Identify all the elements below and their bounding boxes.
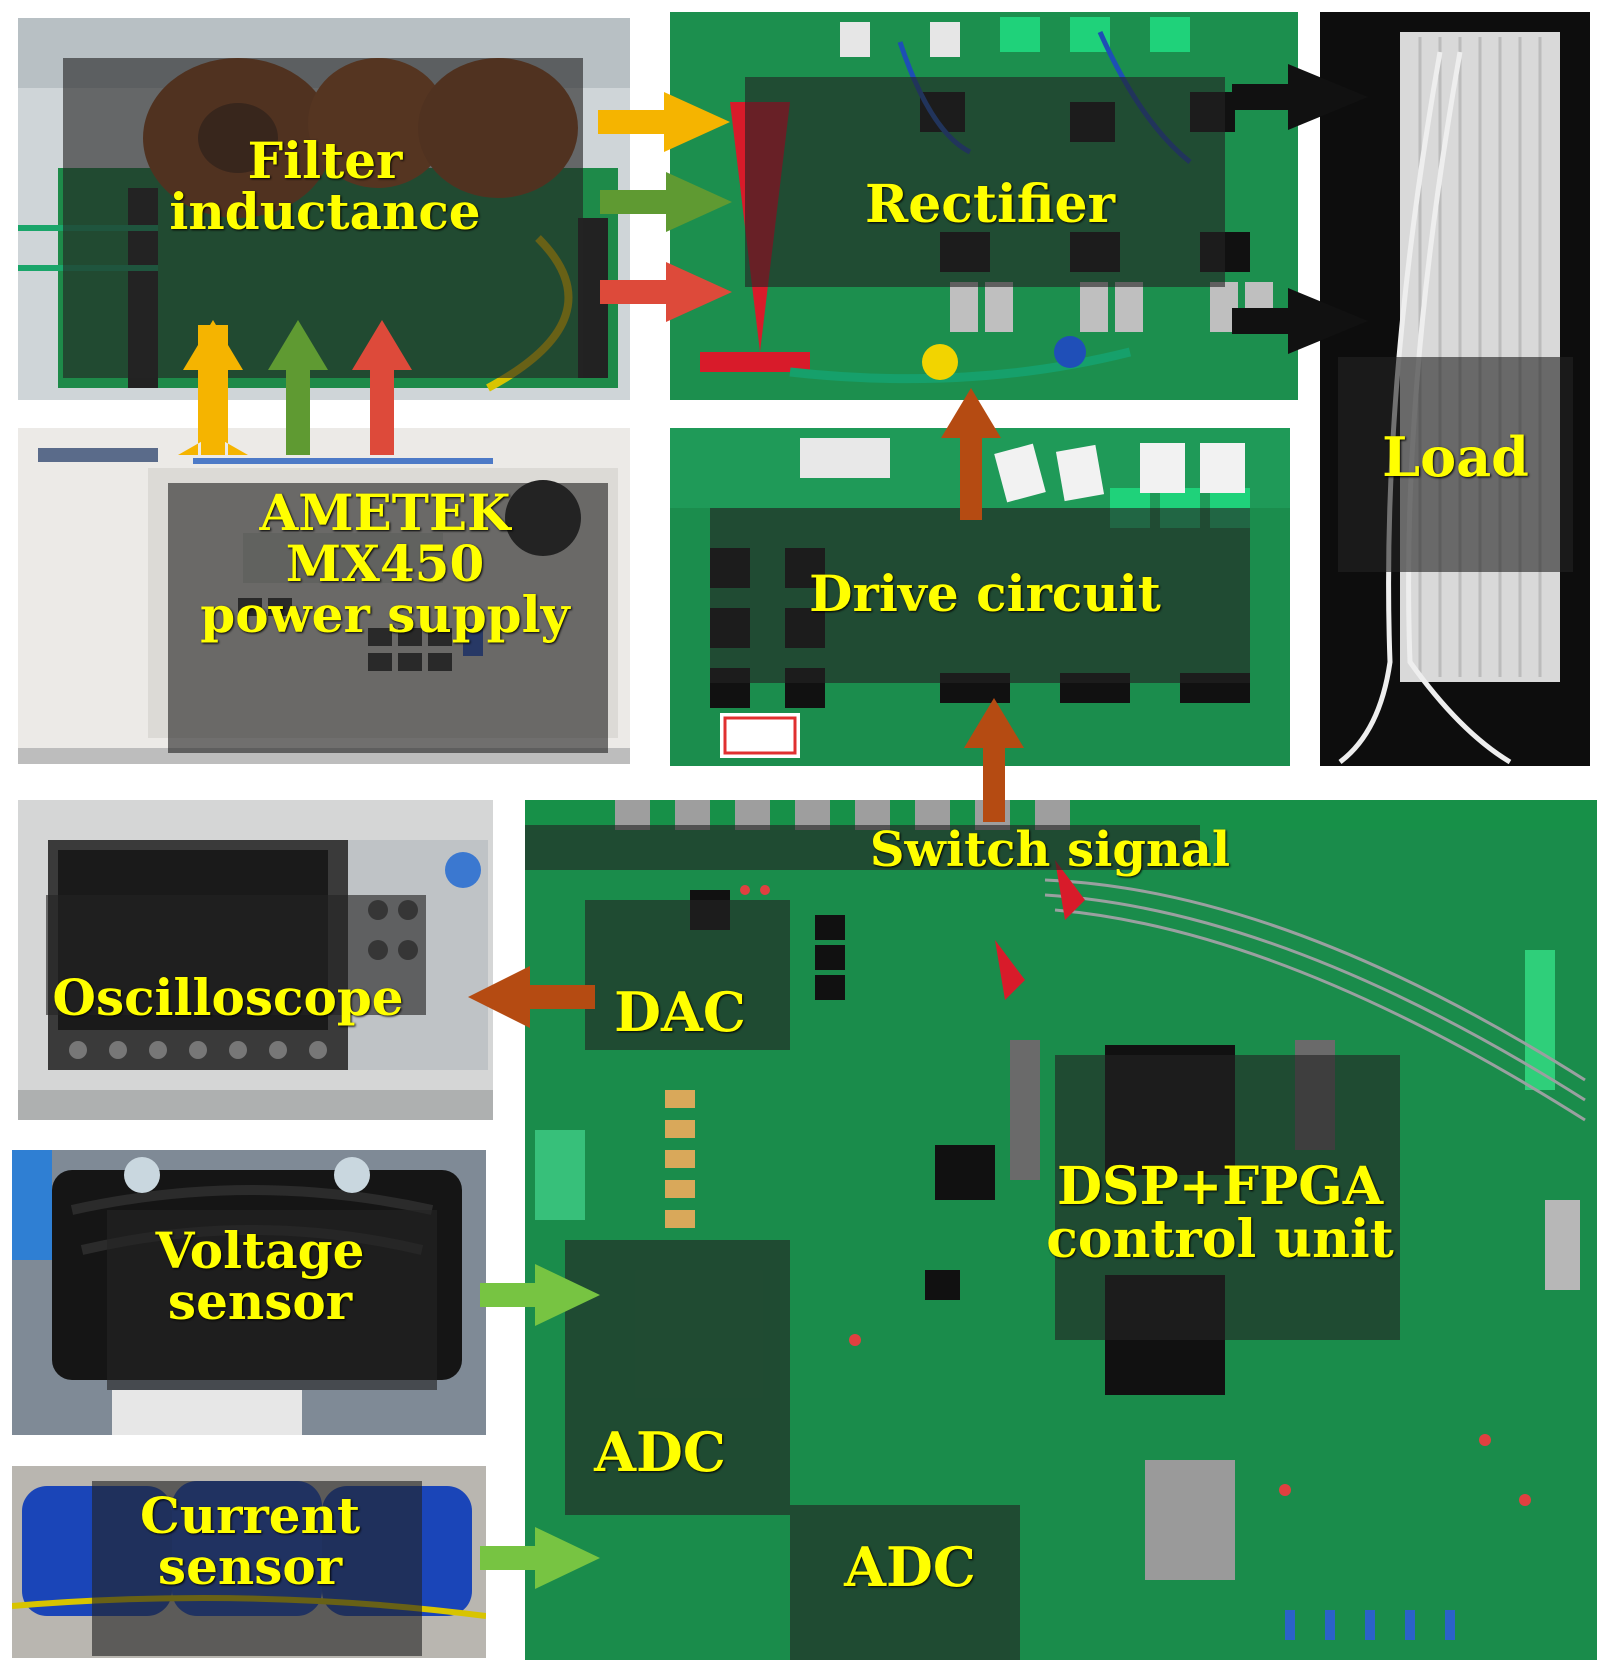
label-switch-signal: Switch signal (869, 822, 1231, 878)
label-voltage-sensor: Voltage sensor (110, 1225, 410, 1327)
arrow-drive-up-shaft (960, 432, 982, 520)
label-dsp-fpga-line-1: DSP+FPGA (1056, 1156, 1384, 1217)
arrow-dac-left-shaft (525, 985, 595, 1009)
load-photo (1320, 12, 1590, 766)
arrow-dac-left-head (468, 966, 530, 1028)
label-current-sensor-line-2: sensor (157, 1537, 343, 1596)
rectifier-photo (670, 12, 1298, 400)
filter-inductance-photo (18, 18, 630, 400)
arrow-dc-positive-head (1288, 64, 1368, 130)
arrow-current-sensor-head (535, 1527, 600, 1589)
label-filter-inductance-line-2: inductance (169, 182, 481, 241)
arrow-phase-b-right-head (666, 172, 732, 232)
label-voltage-sensor-line-2: sensor (167, 1272, 353, 1331)
label-load: Load (1382, 425, 1529, 489)
arrow-phase-b-up-shaft (286, 365, 310, 455)
arrow-phase-c-right-shaft (600, 280, 670, 304)
current-sensor-photo (12, 1466, 486, 1658)
label-rectifier: Rectifier (864, 174, 1116, 235)
label-voltage-sensor-line-1: Voltage (155, 1221, 365, 1280)
label-dsp-fpga-line-2: control unit (1046, 1209, 1394, 1271)
label-filter-inductance: Filter inductance (150, 135, 500, 237)
arrow-switch-up-head (964, 698, 1024, 748)
label-power-supply-line-1: AMETEK (259, 483, 511, 542)
control-board-photo (525, 800, 1597, 1660)
arrow-phase-a-up-shaft (201, 365, 225, 455)
power-supply-photo (18, 428, 630, 764)
label-power-supply: AMETEK MX450 power supply (170, 487, 600, 640)
label-current-sensor: Current sensor (100, 1490, 400, 1592)
arrow-switch-up-shaft (983, 742, 1005, 822)
arrow-phase-a-right-shaft (598, 110, 668, 134)
arrow-voltage-sensor-shaft (480, 1283, 540, 1307)
label-dsp-fpga: DSP+FPGA control unit (1040, 1160, 1400, 1266)
label-dac: DAC (614, 980, 746, 1044)
label-filter-inductance-line-1: Filter (247, 131, 403, 190)
arrow-phase-c-up-head (352, 320, 412, 370)
arrow-phase-b-up-head (268, 320, 328, 370)
label-adc-voltage: ADC (594, 1420, 726, 1484)
arrow-dc-negative-head (1288, 288, 1368, 354)
label-drive-circuit: Drive circuit (809, 564, 1161, 623)
label-oscilloscope: Oscilloscope (52, 968, 404, 1027)
drive-circuit-photo (670, 428, 1290, 766)
arrow-dc-negative-shaft (1232, 308, 1292, 334)
arrow-current-sensor-shaft (480, 1546, 540, 1570)
arrow-dc-positive-shaft (1232, 84, 1292, 110)
arrow-phase-c-right-head (666, 262, 732, 322)
arrow-drive-up-head (941, 388, 1001, 438)
oscilloscope-photo (18, 800, 493, 1120)
arrow-voltage-sensor-head (535, 1264, 600, 1326)
arrow-phase-a-right-head (664, 92, 730, 152)
voltage-sensor-photo (12, 1150, 486, 1435)
arrow-phase-a-up-head (183, 320, 243, 370)
arrow-phase-c-up-shaft (370, 365, 394, 455)
label-power-supply-line-3: power supply (200, 585, 570, 644)
arrow-phase-b-right-shaft (600, 190, 670, 214)
label-current-sensor-line-1: Current (139, 1486, 361, 1545)
label-adc-current: ADC (844, 1535, 976, 1599)
label-power-supply-line-2: MX450 (285, 534, 485, 593)
